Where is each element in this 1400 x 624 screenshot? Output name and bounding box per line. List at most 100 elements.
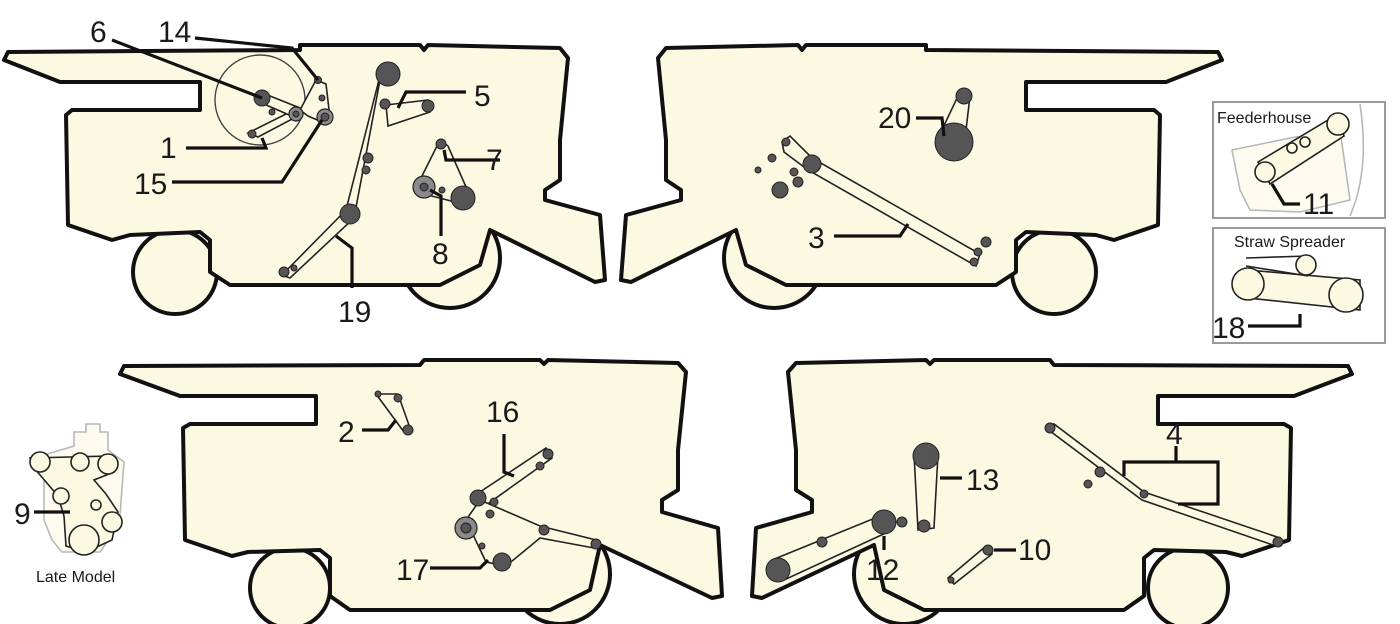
- pulley: [982, 544, 994, 556]
- leader-11: [1270, 183, 1300, 206]
- pulley: [789, 167, 799, 177]
- pulley: [292, 110, 300, 118]
- leader-17: [430, 558, 490, 570]
- pulley: [1139, 489, 1149, 499]
- pulley: [1326, 112, 1350, 136]
- leader-7: [442, 149, 500, 162]
- belt-18b: [1245, 255, 1309, 259]
- callout-6: 6: [90, 16, 107, 49]
- pulley: [1044, 422, 1056, 434]
- callout-1: 1: [160, 132, 177, 165]
- callout-11: 11: [1303, 188, 1334, 221]
- leader-5: [396, 90, 466, 109]
- callout-13: 13: [966, 464, 999, 497]
- pulley: [393, 393, 403, 403]
- pulley: [375, 61, 401, 87]
- pulley: [469, 489, 487, 507]
- combine-body: [750, 358, 1354, 612]
- callout-4: 4: [1166, 418, 1183, 451]
- late-model-inset: 9 Late Model: [14, 423, 125, 586]
- combine-bottom-right: 13 12 10 4: [750, 358, 1354, 624]
- pulley: [435, 138, 447, 150]
- pulley: [362, 152, 374, 164]
- feederhouse-title: Feederhouse: [1217, 110, 1311, 127]
- callout-5: 5: [474, 80, 491, 113]
- callout-16: 16: [486, 396, 519, 429]
- leader-4: [1122, 460, 1220, 506]
- pulley: [90, 499, 102, 511]
- pulley: [101, 511, 123, 533]
- pulley: [361, 165, 371, 175]
- pulley: [896, 516, 908, 528]
- pulley: [247, 129, 257, 139]
- pulley: [70, 452, 90, 472]
- late-model-title: Late Model: [36, 569, 115, 586]
- pulley: [947, 576, 955, 584]
- callout-17: 17: [396, 554, 429, 587]
- pulley: [419, 182, 429, 192]
- leader-1: [186, 137, 269, 150]
- combine-body: [619, 43, 1224, 287]
- pulley: [955, 87, 973, 105]
- callout-14: 14: [158, 16, 191, 49]
- pulley: [871, 509, 897, 535]
- pulley: [792, 176, 804, 188]
- leader-2: [362, 419, 398, 432]
- pulley: [29, 451, 51, 473]
- feederhouse-inset: Feederhouse 11: [1212, 101, 1386, 221]
- pulley: [980, 236, 992, 248]
- pulley: [771, 181, 789, 199]
- callout-15: 15: [134, 168, 167, 201]
- leader-19: [335, 234, 354, 288]
- combine-top-left: 6 14 5 1 15 7 8 19: [2, 16, 607, 329]
- pulley: [438, 186, 446, 194]
- straw-spreader-title: Straw Spreader: [1234, 234, 1346, 251]
- wheel: [248, 546, 332, 624]
- combine-top-right: 20 3: [619, 43, 1224, 316]
- pulley: [1328, 277, 1364, 313]
- belt-18c: [1245, 265, 1309, 277]
- pulley: [1286, 142, 1298, 154]
- leader-14: [194, 36, 320, 82]
- wheel: [131, 228, 219, 316]
- pulley: [421, 99, 435, 113]
- leader-16: [502, 434, 515, 478]
- callout-12: 12: [866, 554, 899, 587]
- pulley: [460, 522, 472, 534]
- pulley: [489, 497, 499, 507]
- callout-19: 19: [338, 296, 371, 329]
- pulley: [374, 390, 382, 398]
- pulley: [1272, 536, 1284, 548]
- pulley: [339, 203, 361, 225]
- callout-2: 2: [338, 416, 355, 449]
- pulley: [97, 453, 119, 475]
- pulley: [802, 154, 822, 174]
- pulley: [68, 524, 100, 556]
- pulley: [1231, 267, 1265, 301]
- callout-3: 3: [808, 222, 825, 255]
- pulley: [1094, 466, 1106, 478]
- pulley: [320, 112, 330, 122]
- feederhouse-arc: [1349, 103, 1365, 217]
- pulley: [538, 524, 550, 536]
- pulley: [485, 509, 495, 519]
- pulley: [754, 166, 762, 174]
- leader-18: [1248, 314, 1302, 328]
- pulley: [973, 247, 983, 257]
- pulley: [492, 552, 512, 572]
- pulley: [379, 98, 391, 110]
- callout-18: 18: [1212, 312, 1245, 345]
- pulley: [278, 266, 290, 278]
- combine-bottom-left: 2 16 17: [118, 358, 724, 624]
- pulley: [52, 487, 70, 505]
- leader-8: [429, 188, 443, 236]
- pulley: [590, 538, 602, 550]
- straw-spreader-inset: Straw Spreader 18: [1212, 227, 1386, 345]
- pulley: [1254, 161, 1276, 183]
- pulley: [1299, 136, 1311, 148]
- pulley: [917, 519, 931, 533]
- pulley: [450, 185, 476, 211]
- combine-body: [2, 43, 607, 287]
- callout-10: 10: [1018, 534, 1051, 567]
